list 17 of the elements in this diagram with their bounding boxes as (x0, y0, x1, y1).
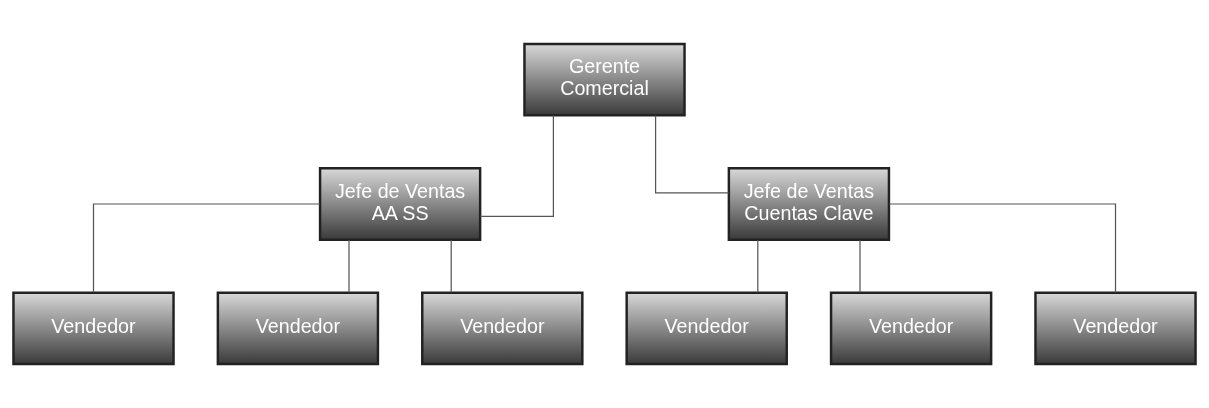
connector (859, 239, 861, 294)
node-box: Vendedor (216, 291, 380, 366)
connector (888, 203, 1117, 293)
connector (92, 203, 321, 293)
connector (450, 239, 452, 294)
node-box: Vendedor (1034, 291, 1197, 366)
node-box: Vendedor (421, 291, 584, 366)
node-box: Jefe de Ventas AA SS (318, 167, 482, 241)
node-box: Vendedor (829, 291, 993, 366)
node-box: Vendedor (12, 291, 175, 366)
connector (655, 114, 730, 194)
connector (479, 114, 554, 217)
node-box: Gerente Comercial (523, 42, 686, 117)
connector (348, 239, 350, 294)
node-box: Vendedor (625, 291, 788, 366)
connector (757, 239, 759, 294)
node-box: Jefe de Ventas Cuentas Clave (727, 167, 891, 241)
